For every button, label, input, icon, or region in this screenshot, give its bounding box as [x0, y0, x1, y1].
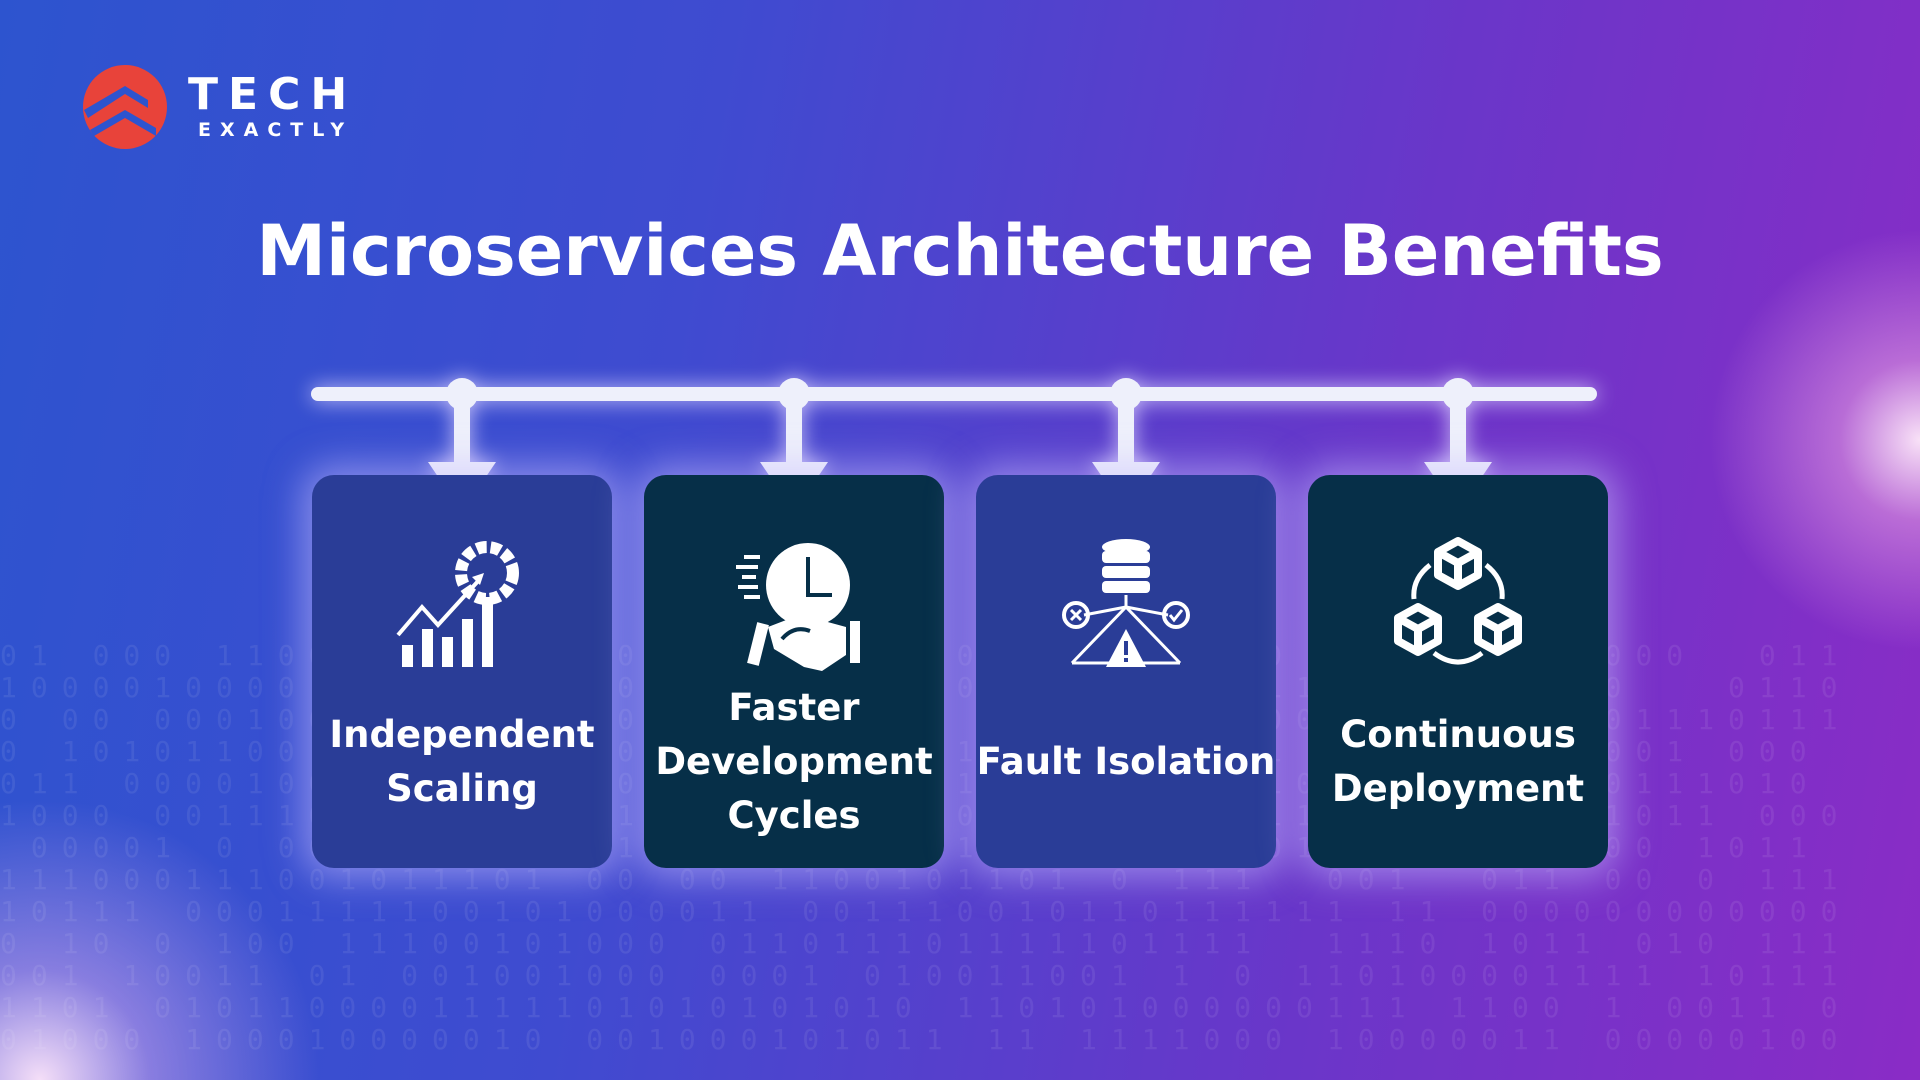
connected-cubes-icon	[1394, 537, 1522, 665]
database-warning-icon	[1062, 539, 1190, 667]
card-label: Independent Scaling	[329, 712, 595, 810]
growth-chart-gear-icon	[396, 541, 519, 667]
card-label: Faster Development Cycles	[655, 685, 933, 837]
benefit-card-continuous-deployment: Continuous Deployment	[1308, 475, 1608, 868]
benefit-card-fault-isolation: Fault Isolation	[976, 475, 1276, 868]
brand-logo[interactable]: TECH EXACTLY	[82, 64, 357, 150]
card-label: Fault Isolation	[976, 739, 1276, 783]
benefit-card-faster-development-cycles: Faster Development Cycles	[644, 475, 944, 868]
brand-name-line1: TECH	[188, 69, 358, 120]
binary-pattern: 01 000 110011 0010100 110010001001000001…	[0, 639, 1852, 1056]
clock-handshake-icon	[736, 543, 860, 671]
tech-exactly-logo-icon	[83, 65, 167, 149]
brand-name-line2: EXACTLY	[198, 119, 354, 141]
card-label: Continuous Deployment	[1331, 712, 1585, 810]
page-title: Microservices Architecture Benefits	[256, 210, 1664, 292]
benefit-card-independent-scaling: Independent Scaling	[312, 475, 612, 868]
